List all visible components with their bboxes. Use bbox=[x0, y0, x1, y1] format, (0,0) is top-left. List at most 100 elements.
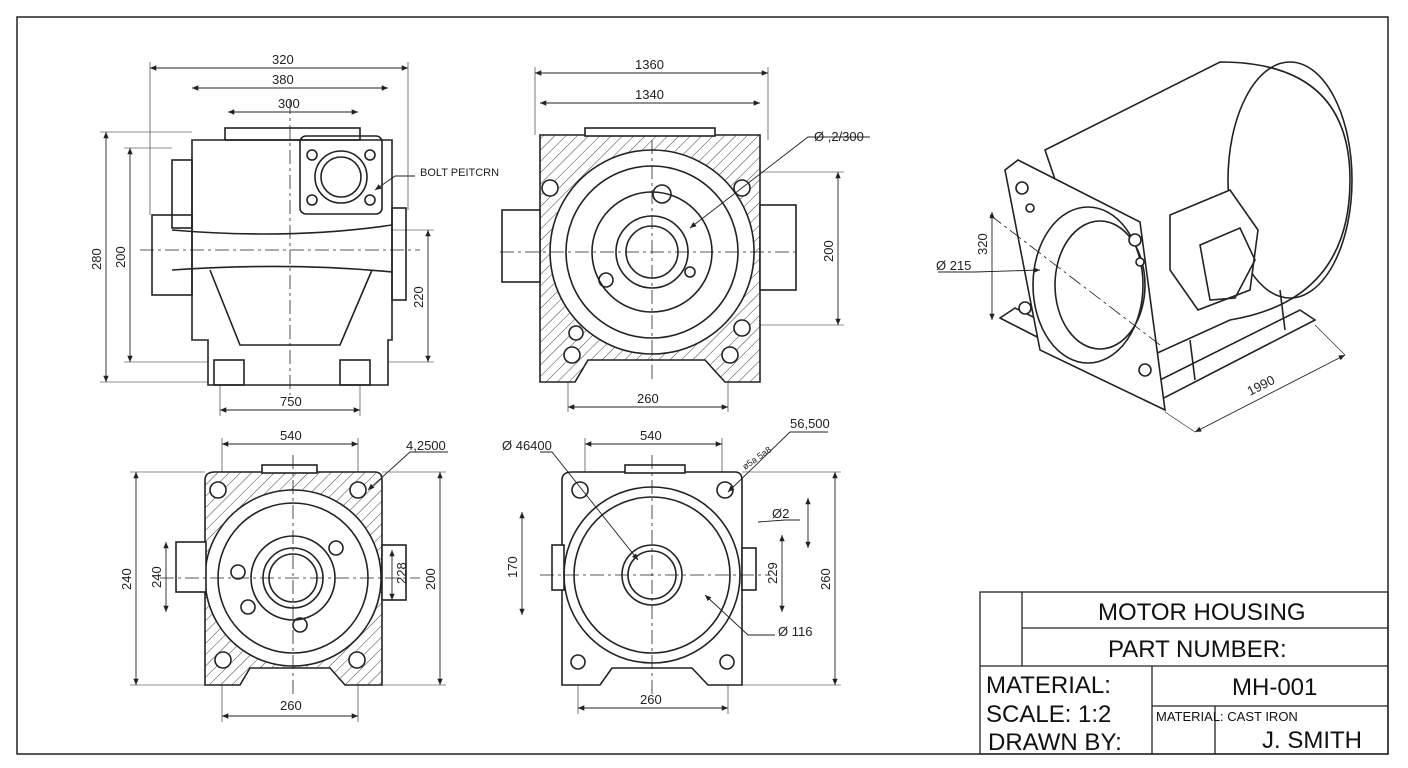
section-view-hole bbox=[652, 184, 672, 204]
bottom-mid-view-dim-left: 170 bbox=[505, 556, 520, 578]
section-view-right-boss bbox=[759, 204, 797, 291]
front-view-right-boss bbox=[391, 207, 407, 301]
title-block-material-small: MATERIAL: CAST IRON bbox=[1156, 709, 1298, 724]
iso-view-centerline bbox=[989, 214, 1161, 346]
bottom-left-view-top-cap bbox=[261, 464, 318, 474]
front-view-dims bbox=[100, 62, 434, 416]
section-view-dim-right: 200 bbox=[821, 240, 836, 262]
bottom-left-view-bolt bbox=[348, 651, 366, 669]
bottom-mid-view-dim-top: 540 bbox=[640, 428, 662, 443]
iso-view-flange bbox=[1004, 159, 1166, 412]
front-view-dim-top-2: 380 bbox=[272, 72, 294, 87]
bottom-left-view-bolt bbox=[349, 481, 367, 499]
iso-view bbox=[989, 61, 1353, 412]
front-view-body bbox=[191, 139, 393, 386]
front-view-bolt-note: BOLT PEITCRN bbox=[420, 167, 499, 179]
section-view-housing bbox=[539, 134, 761, 383]
bottom-left-view-hole bbox=[328, 540, 344, 556]
bottom-left-view-dim-left-outer: 240 bbox=[119, 568, 134, 590]
title-block-material-label: MATERIAL: bbox=[986, 672, 1111, 699]
bottom-mid-view-right-boss bbox=[741, 547, 757, 591]
iso-view-bolt bbox=[1018, 301, 1032, 315]
front-view-bolt bbox=[306, 194, 318, 206]
bottom-mid-view-dims bbox=[519, 431, 841, 714]
bottom-left-view bbox=[160, 455, 420, 695]
section-view-hole bbox=[598, 272, 614, 288]
bottom-mid-view bbox=[540, 455, 770, 695]
section-view-dim-bottom: 260 bbox=[637, 391, 659, 406]
section-view-top-cap bbox=[584, 127, 716, 137]
section-view-left-boss bbox=[501, 209, 541, 283]
iso-view-support bbox=[1189, 289, 1286, 381]
bottom-mid-view-dim-bottom: 260 bbox=[640, 692, 662, 707]
title-block bbox=[979, 591, 1389, 755]
front-view bbox=[140, 100, 420, 395]
iso-view-dim-vert: 320 bbox=[975, 233, 990, 255]
section-view-bolt bbox=[733, 319, 751, 337]
front-view-dim-top-3: 300 bbox=[278, 96, 300, 111]
title-block-title: MOTOR HOUSING bbox=[1098, 599, 1306, 626]
bottom-left-view-bolt bbox=[214, 651, 232, 669]
iso-view-bolt bbox=[1015, 181, 1029, 195]
iso-view-bolt bbox=[1128, 233, 1142, 247]
bottom-left-view-dim-right-outer: 200 bbox=[423, 568, 438, 590]
front-view-bolt bbox=[364, 194, 376, 206]
section-view-dim-top-2: 1340 bbox=[635, 87, 664, 102]
bottom-left-view-dims bbox=[130, 438, 448, 722]
bottom-left-view-hole bbox=[240, 599, 256, 615]
iso-view-cylinder-end bbox=[1227, 61, 1353, 299]
title-block-part-label: PART NUMBER: bbox=[1108, 636, 1287, 663]
front-view-bolt bbox=[364, 149, 376, 161]
front-view-dim-left-outer: 280 bbox=[89, 248, 104, 270]
iso-view-dim-length: 1990 bbox=[1245, 372, 1278, 398]
bottom-mid-view-bolt bbox=[571, 481, 589, 499]
section-view-bolt bbox=[541, 179, 559, 197]
iso-view-terminal-cover bbox=[1199, 226, 1256, 301]
front-view-dim-left-inner: 200 bbox=[113, 246, 128, 268]
bottom-mid-view-dia-top: Ø 46400 bbox=[502, 438, 552, 453]
front-view-flange bbox=[299, 135, 383, 215]
bottom-left-view-dim-left-inner: 240 bbox=[149, 566, 164, 588]
bottom-mid-view-phi2: Ø2 bbox=[772, 506, 789, 521]
iso-view-terminal-box bbox=[1169, 189, 1259, 311]
bottom-mid-view-note-top-right: 56,500 bbox=[790, 416, 830, 431]
section-view-dia-note: Ø ,2/300 bbox=[814, 129, 864, 144]
sheet-border bbox=[16, 16, 1389, 755]
front-view-left-hub bbox=[171, 159, 193, 229]
bottom-left-view-left-boss bbox=[175, 541, 207, 593]
bottom-mid-view-top-cap bbox=[624, 464, 686, 474]
bottom-mid-view-note-diag: ø5a 5a8 bbox=[740, 445, 773, 472]
bottom-left-view-note: 4,2500 bbox=[406, 438, 446, 453]
bottom-left-view-bolt bbox=[209, 481, 227, 499]
bottom-left-view-hole bbox=[230, 564, 246, 580]
front-view-foot-right bbox=[339, 359, 371, 386]
bottom-mid-view-bolt bbox=[719, 654, 735, 670]
iso-view-bolt bbox=[1135, 257, 1145, 267]
front-view-dim-top-1: 320 bbox=[272, 52, 294, 67]
section-view-bolt bbox=[563, 346, 581, 364]
section-view-bolt bbox=[721, 346, 739, 364]
bottom-mid-view-dim-right-inner: 229 bbox=[765, 562, 780, 584]
front-view-leg bbox=[209, 269, 373, 346]
title-block-part-value: MH-001 bbox=[1232, 674, 1317, 701]
bottom-mid-view-housing bbox=[561, 471, 743, 686]
front-view-dim-right: 220 bbox=[411, 286, 426, 308]
section-view-dim-top-1: 1360 bbox=[635, 57, 664, 72]
title-block-scale-label: SCALE: 1:2 bbox=[986, 701, 1111, 728]
front-view-bolt bbox=[306, 149, 318, 161]
iso-view-dims bbox=[938, 212, 1346, 433]
iso-view-bolt bbox=[1025, 203, 1035, 213]
iso-view-bolt bbox=[1138, 363, 1152, 377]
front-view-port-inner bbox=[320, 156, 362, 198]
section-view-hole bbox=[684, 266, 696, 278]
bottom-mid-view-left-boss bbox=[551, 544, 565, 591]
bottom-mid-view-phi116: Ø 116 bbox=[778, 624, 812, 639]
title-block-frame bbox=[979, 591, 1389, 755]
title-block-drawn-value: J. SMITH bbox=[1262, 727, 1362, 754]
front-view-foot-left bbox=[213, 359, 245, 386]
title-block-drawn-label: DRAWN BY: bbox=[988, 729, 1122, 756]
bottom-left-view-dim-right-inner: 228 bbox=[394, 562, 409, 584]
bottom-mid-view-bolt bbox=[570, 654, 586, 670]
section-view bbox=[500, 127, 800, 383]
